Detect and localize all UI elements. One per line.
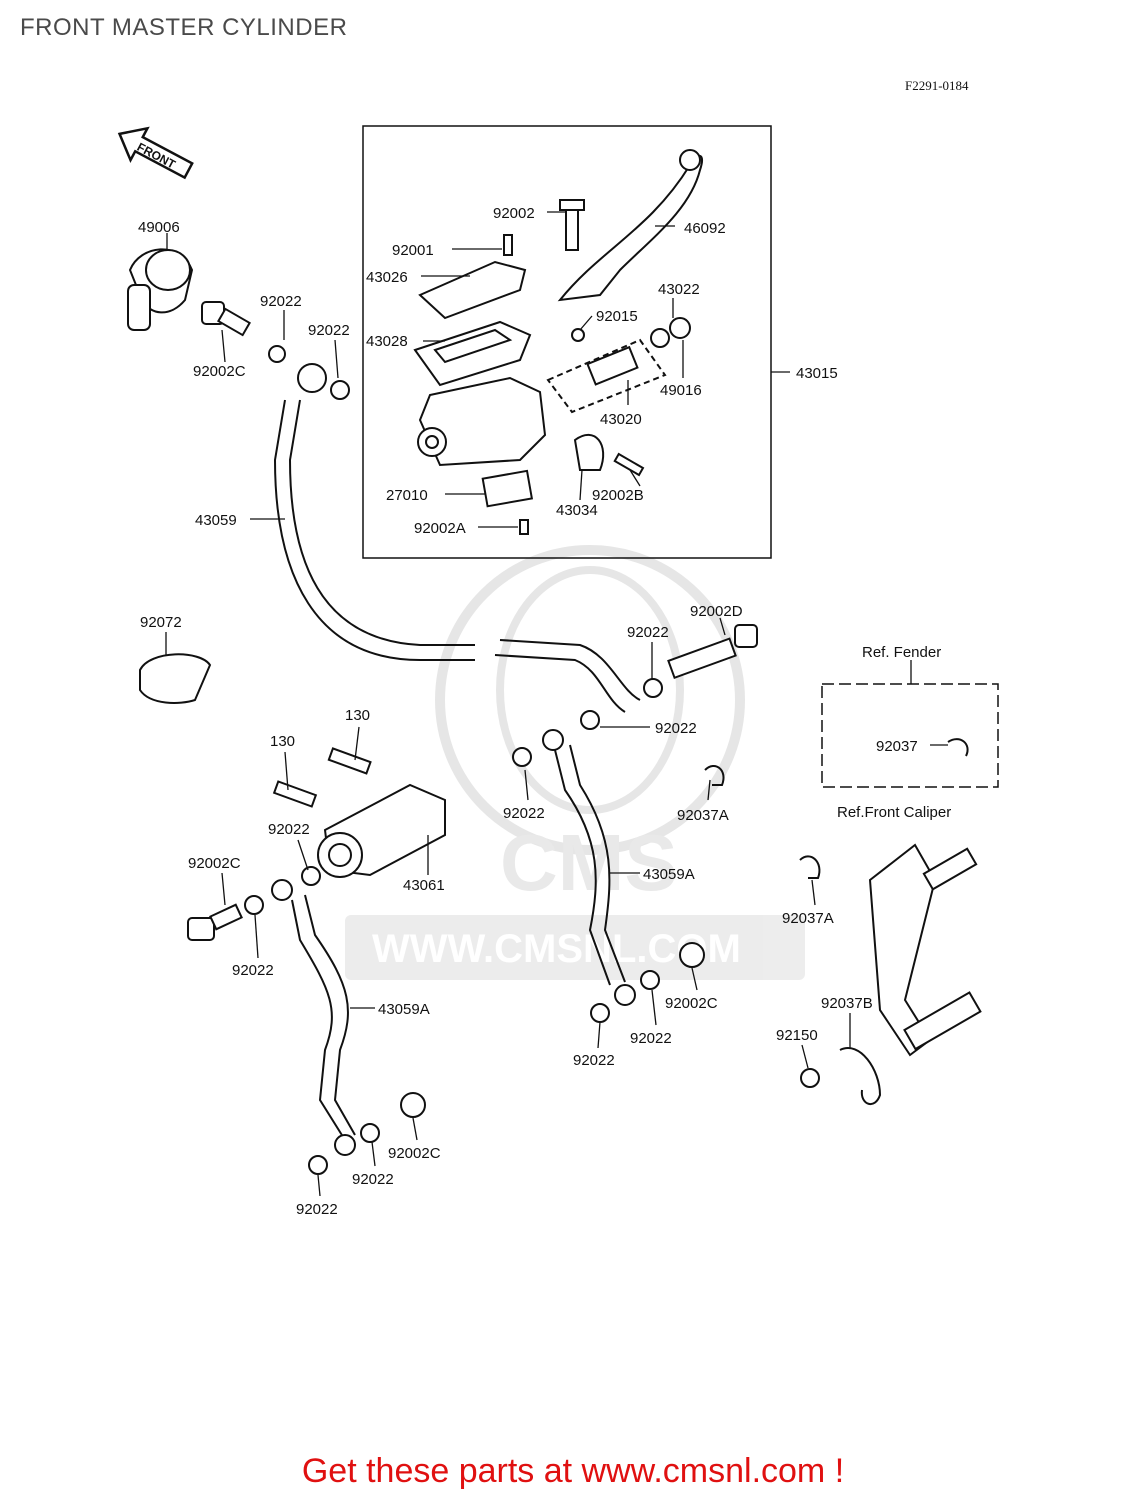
callout-43059a: 43059A: [378, 1001, 430, 1018]
watermark-brand: CMS: [500, 818, 678, 907]
leader-lines: [165, 211, 948, 1197]
callout-92002c: 92002C: [188, 855, 241, 872]
callout-43059: 43059: [195, 512, 237, 529]
callout-92037b: 92037B: [821, 995, 873, 1012]
callout-92015: 92015: [596, 308, 638, 325]
callout-92022: 92022: [308, 322, 350, 339]
ref-fender-label: Ref. Fender: [862, 644, 941, 661]
callout-49006: 49006: [138, 219, 180, 236]
page-title: FRONT MASTER CYLINDER: [20, 14, 348, 41]
callout-92022: 92022: [503, 805, 545, 822]
callout-92002b: 92002B: [592, 487, 644, 504]
callout-92022: 92022: [232, 962, 274, 979]
callout-43020: 43020: [600, 411, 642, 428]
callout-43034: 43034: [556, 502, 598, 519]
callout-92022: 92022: [627, 624, 669, 641]
callout-92002c: 92002C: [665, 995, 718, 1012]
callout-92022: 92022: [260, 293, 302, 310]
front-arrow-icon: FRONT: [117, 126, 194, 180]
footer-link[interactable]: Get these parts at www.cmsnl.com !: [301, 1452, 845, 1490]
callout-130: 130: [345, 707, 370, 724]
callout-49016: 49016: [660, 382, 702, 399]
ref-fender-box: [821, 683, 999, 788]
callout-92002c: 92002C: [388, 1145, 441, 1162]
callout-92002a: 92002A: [414, 520, 466, 537]
callout-92022: 92022: [655, 720, 697, 737]
assembly-box-43015: [362, 125, 772, 559]
callout-92001: 92001: [392, 242, 434, 259]
callout-130: 130: [270, 733, 295, 750]
callout-92022: 92022: [352, 1171, 394, 1188]
brake-lever: [557, 155, 703, 302]
callout-92022: 92022: [573, 1052, 615, 1069]
callout-43028: 43028: [366, 333, 408, 350]
callout-92022: 92022: [296, 1201, 338, 1218]
callout-43022: 43022: [658, 281, 700, 298]
callout-92072: 92072: [140, 614, 182, 631]
callout-92150: 92150: [776, 1027, 818, 1044]
callout-92002d: 92002D: [690, 603, 743, 620]
callout-labels: 49006 92002 46092 92001 43026 92022 9202…: [138, 205, 951, 1218]
callout-46092: 46092: [684, 220, 726, 237]
callout-43061: 43061: [403, 877, 445, 894]
diagram-code: F2291-0184: [905, 78, 969, 93]
callout-92022: 92022: [268, 821, 310, 838]
callout-92037a: 92037A: [677, 807, 729, 824]
ref-front-caliper-label: Ref.Front Caliper: [837, 804, 951, 821]
callout-92037: 92037: [876, 738, 918, 755]
callout-27010: 27010: [386, 487, 428, 504]
watermark-url: WWW.CMSNL.COM: [372, 927, 741, 971]
callout-92002: 92002: [493, 205, 535, 222]
callout-92002c: 92002C: [193, 363, 246, 380]
callout-43059a: 43059A: [643, 866, 695, 883]
callout-43026: 43026: [366, 269, 408, 286]
callout-92022: 92022: [630, 1030, 672, 1047]
callout-43015: 43015: [796, 365, 838, 382]
callout-92037a: 92037A: [782, 910, 834, 927]
